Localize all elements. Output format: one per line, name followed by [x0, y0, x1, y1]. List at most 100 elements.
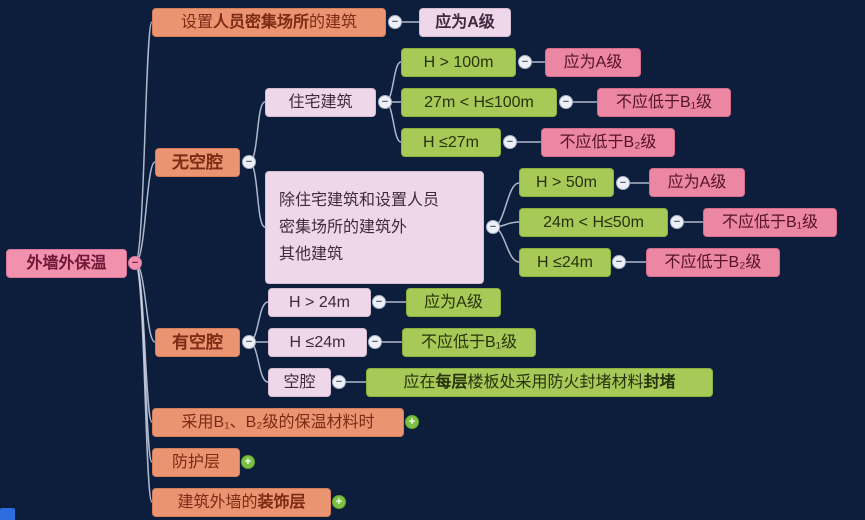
expand-icon: + [244, 455, 252, 468]
with-cavity-label: 有空腔 [172, 333, 223, 352]
other-buildings-node[interactable]: 除住宅建筑和设置人员 密集场所的建筑外 其他建筑 [265, 171, 484, 284]
condition-node[interactable]: H ≤24m [519, 248, 611, 277]
decoration-layer-node[interactable]: 建筑外墙的装饰层 [152, 488, 331, 517]
condition-label: H > 24m [289, 293, 350, 311]
condition-node[interactable]: H > 100m [401, 48, 516, 77]
condition-node[interactable]: 27m < H≤100m [401, 88, 557, 117]
collapse-toggle[interactable]: − [332, 375, 346, 389]
with-cavity-node[interactable]: 有空腔 [155, 328, 240, 357]
collapse-icon: − [619, 176, 627, 189]
result-label: 应为A级 [563, 53, 623, 71]
collapse-toggle[interactable]: − [368, 335, 382, 349]
condition-label: 27m < H≤100m [424, 93, 534, 111]
result-label: 应为A级 [424, 293, 483, 311]
condition-label: 24m < H≤50m [543, 213, 644, 231]
other-buildings-line2: 密集场所的建筑外 [279, 219, 408, 236]
collapse-toggle[interactable]: − [372, 295, 386, 309]
decoration-label-pre: 建筑外墙的 [177, 493, 258, 511]
condition-label: H ≤24m [537, 253, 593, 271]
expand-toggle[interactable]: + [241, 455, 255, 469]
collapse-toggle[interactable]: − [503, 135, 517, 149]
dense-place-node[interactable]: 设置人员密集场所的建筑 [152, 8, 386, 37]
collapse-toggle[interactable]: − [518, 55, 532, 69]
cavity-result-mid: 楼板处采用防火封堵材料 [467, 373, 644, 391]
result-label: 不应低于B₁级 [420, 333, 518, 351]
collapse-icon: − [391, 15, 399, 28]
dense-place-text-pre: 设置 [180, 13, 213, 31]
cavity-node[interactable]: 空腔 [268, 368, 331, 397]
condition-label: H ≤27m [423, 133, 479, 151]
collapse-toggle[interactable]: − [242, 155, 256, 169]
b-materials-label: 采用B₁、B₂级的保温材料时 [181, 413, 375, 431]
result-node[interactable]: 不应低于B₂级 [646, 248, 780, 277]
cavity-result-bold2: 封堵 [643, 373, 676, 391]
collapse-toggle[interactable]: − [242, 335, 256, 349]
no-cavity-node[interactable]: 无空腔 [155, 148, 240, 177]
collapse-icon: − [562, 95, 570, 108]
condition-node[interactable]: H ≤24m [268, 328, 367, 357]
cavity-label: 空腔 [283, 373, 316, 391]
collapse-icon: − [673, 215, 681, 228]
condition-node[interactable]: H > 50m [519, 168, 614, 197]
result-node[interactable]: 不应低于B₂级 [541, 128, 675, 157]
other-buildings-line3: 其他建筑 [279, 246, 344, 263]
collapse-icon: − [245, 335, 253, 348]
dense-place-result-label: 应为A级 [435, 13, 495, 31]
collapse-icon: − [335, 375, 343, 388]
condition-label: H ≤24m [289, 333, 346, 351]
dense-place-result-node[interactable]: 应为A级 [419, 8, 511, 37]
result-label: 不应低于B₂级 [664, 253, 762, 271]
collapse-toggle[interactable]: − [670, 215, 684, 229]
expand-icon: + [335, 495, 343, 508]
collapse-toggle[interactable]: − [378, 95, 392, 109]
b-materials-node[interactable]: 采用B₁、B₂级的保温材料时 [152, 408, 404, 437]
collapse-icon: − [131, 256, 139, 269]
cavity-result-bold1: 每层 [435, 373, 468, 391]
condition-node[interactable]: H ≤27m [401, 128, 501, 157]
residential-node[interactable]: 住宅建筑 [265, 88, 376, 117]
collapse-icon: − [371, 335, 379, 348]
other-buildings-line1: 除住宅建筑和设置人员 [279, 192, 440, 209]
no-cavity-label: 无空腔 [172, 153, 223, 172]
result-node[interactable]: 应为A级 [649, 168, 745, 197]
collapse-icon: − [381, 95, 389, 108]
condition-label: H > 50m [536, 173, 597, 191]
result-node[interactable]: 应为A级 [545, 48, 641, 77]
condition-node[interactable]: 24m < H≤50m [519, 208, 668, 237]
collapse-icon: − [375, 295, 383, 308]
result-node[interactable]: 应为A级 [406, 288, 501, 317]
cavity-result-node[interactable]: 应在每层楼板处采用防火封堵材料封堵 [366, 368, 713, 397]
collapse-icon: − [521, 55, 529, 68]
collapse-icon: − [506, 135, 514, 148]
residential-label: 住宅建筑 [288, 93, 353, 111]
collapse-toggle[interactable]: − [128, 256, 142, 270]
root-label: 外墙外保温 [26, 254, 107, 272]
protective-layer-node[interactable]: 防护层 [152, 448, 240, 477]
dense-place-text-post: 的建筑 [309, 13, 358, 31]
collapse-icon: − [489, 220, 497, 233]
cavity-result-pre: 应在 [403, 373, 436, 391]
expand-icon: + [408, 415, 416, 428]
result-label: 不应低于B₂级 [559, 133, 657, 151]
root-node[interactable]: 外墙外保温 [6, 249, 127, 278]
collapse-toggle[interactable]: − [559, 95, 573, 109]
expand-toggle[interactable]: + [405, 415, 419, 429]
collapse-toggle[interactable]: − [616, 176, 630, 190]
collapse-toggle[interactable]: − [612, 255, 626, 269]
collapse-icon: − [615, 255, 623, 268]
collapse-toggle[interactable]: − [388, 15, 402, 29]
result-label: 不应低于B₁级 [615, 93, 713, 111]
expand-toggle[interactable]: + [332, 495, 346, 509]
condition-label: H > 100m [423, 53, 494, 71]
result-node[interactable]: 不应低于B₁级 [402, 328, 536, 357]
result-label: 不应低于B₁级 [721, 213, 819, 231]
condition-node[interactable]: H > 24m [268, 288, 371, 317]
result-node[interactable]: 不应低于B₁级 [597, 88, 731, 117]
watermark-fragment [0, 508, 15, 520]
result-node[interactable]: 不应低于B₁级 [703, 208, 837, 237]
protective-layer-label: 防护层 [171, 453, 220, 471]
result-label: 应为A级 [667, 173, 727, 191]
decoration-label-bold: 装饰层 [257, 493, 306, 511]
collapse-toggle[interactable]: − [486, 220, 500, 234]
